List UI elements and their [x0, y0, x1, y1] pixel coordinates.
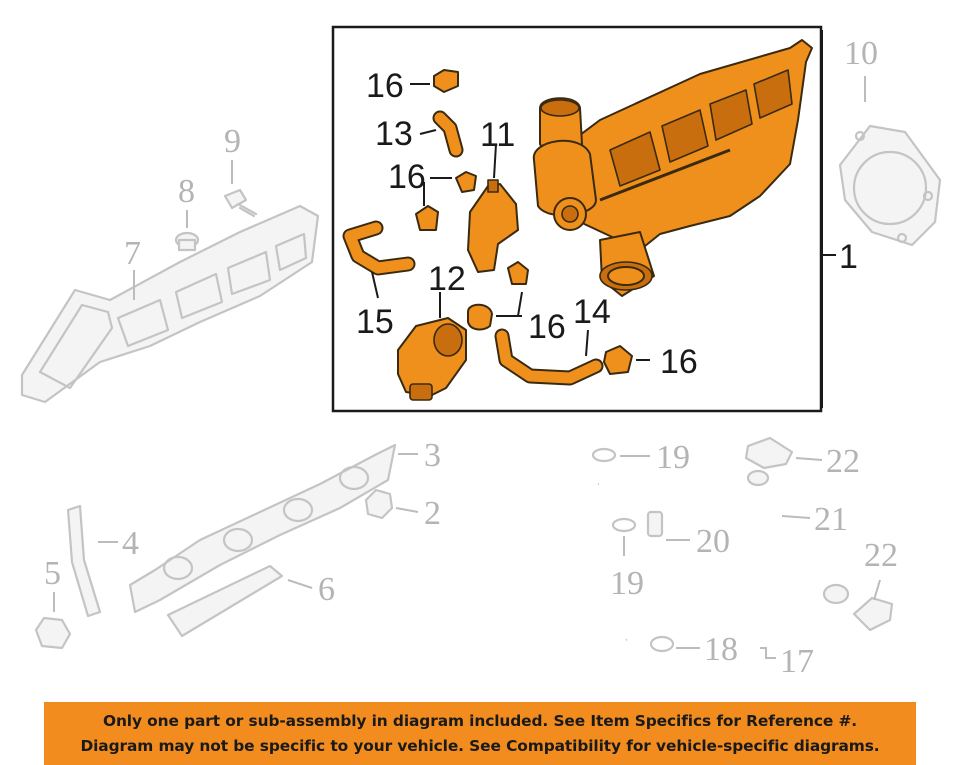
- callout-17: 17: [780, 643, 814, 680]
- callout-5: 5: [44, 555, 61, 592]
- callout-19a: 19: [656, 439, 690, 476]
- callout-16c: 16: [528, 308, 566, 346]
- part-16-clamp-d[interactable]: [507, 261, 529, 285]
- part-9-stud[interactable]: [223, 188, 258, 218]
- part-21-pipe[interactable]: [746, 469, 850, 605]
- part-14-hose[interactable]: [494, 328, 604, 386]
- part-8-bolt[interactable]: [174, 231, 200, 252]
- part-19-washer-b[interactable]: [611, 517, 637, 533]
- callout-22b: 22: [864, 537, 898, 574]
- callout-16a: 16: [366, 67, 404, 105]
- part-10-gasket[interactable]: [838, 124, 942, 247]
- part-20-banjo-bolt[interactable]: [646, 510, 664, 538]
- part-22-gasket-b[interactable]: [852, 596, 894, 632]
- callout-21: 21: [814, 501, 848, 538]
- part-1-turbocharger-assembly[interactable]: [532, 39, 813, 297]
- part-7-heat-shield[interactable]: [20, 204, 320, 404]
- callout-6: 6: [318, 571, 335, 608]
- part-16-clamp-a[interactable]: [433, 69, 459, 93]
- part-4-bracket[interactable]: [66, 504, 102, 618]
- part-16-clamp-f[interactable]: [603, 345, 633, 375]
- callout-13: 13: [375, 115, 413, 153]
- callout-18: 18: [704, 631, 738, 668]
- callout-20: 20: [696, 523, 730, 560]
- callout-1: 1: [839, 238, 858, 276]
- part-19-washer-a[interactable]: [591, 447, 617, 463]
- part-3-manifold-gasket[interactable]: [128, 443, 397, 614]
- callout-8: 8: [178, 173, 195, 210]
- part-15-hose[interactable]: [342, 220, 416, 276]
- callout-14: 14: [573, 293, 611, 331]
- callout-16d: 16: [660, 343, 698, 381]
- disclaimer-line-1: Only one part or sub-assembly in diagram…: [102, 712, 858, 730]
- callout-9: 9: [224, 123, 241, 160]
- callout-19b: 19: [610, 565, 644, 602]
- part-16-clamp-e[interactable]: [467, 303, 493, 331]
- part-5-bracket[interactable]: [34, 616, 72, 650]
- callout-4: 4: [122, 525, 139, 562]
- part-17-oil-line[interactable]: [513, 470, 628, 653]
- callout-16b: 16: [388, 158, 426, 196]
- part-18-washer[interactable]: [649, 635, 675, 653]
- callout-7: 7: [124, 235, 141, 272]
- callout-11: 11: [480, 116, 515, 154]
- part-16-clamp-c[interactable]: [415, 205, 439, 231]
- callout-15: 15: [356, 303, 394, 341]
- part-13-hose[interactable]: [432, 110, 464, 158]
- part-16-clamp-b[interactable]: [455, 171, 477, 193]
- disclaimer-banner: Only one part or sub-assembly in diagram…: [44, 702, 916, 765]
- callout-22a: 22: [826, 443, 860, 480]
- callout-10: 10: [844, 35, 878, 72]
- callout-3: 3: [424, 437, 441, 474]
- disclaimer-line-2: Diagram may not be specific to your vehi…: [80, 737, 880, 755]
- callout-12: 12: [428, 260, 466, 298]
- part-12-bypass-valve[interactable]: [397, 317, 467, 401]
- part-2-nut[interactable]: [364, 488, 394, 520]
- callout-2: 2: [424, 495, 441, 532]
- part-22-gasket-a[interactable]: [744, 436, 794, 470]
- part-11-actuator[interactable]: [467, 179, 519, 273]
- part-6-shield[interactable]: [166, 564, 284, 638]
